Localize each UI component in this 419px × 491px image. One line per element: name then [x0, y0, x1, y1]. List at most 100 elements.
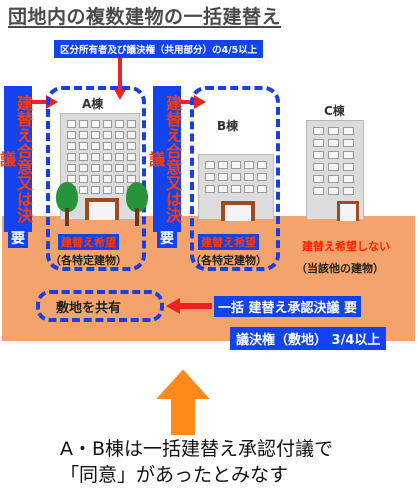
window-pane	[205, 173, 215, 181]
building-b-frame	[190, 86, 280, 271]
window-pane	[328, 127, 339, 135]
window-pane	[328, 151, 339, 159]
window-pane	[67, 142, 76, 150]
window-pane	[103, 175, 112, 183]
left-vertical-consent-tail: 要	[8, 228, 28, 248]
window-pane	[79, 142, 88, 150]
window-pane	[231, 161, 241, 169]
window-pane	[91, 131, 100, 139]
up-arrow-icon	[152, 366, 214, 437]
window-pane	[127, 153, 136, 161]
window-pane	[231, 185, 241, 193]
window-pane	[343, 175, 354, 183]
window-pane	[328, 163, 339, 171]
window-pane	[91, 175, 100, 183]
tree-trunk-icon	[135, 208, 139, 226]
window-pane	[231, 173, 241, 181]
tree-icon	[126, 182, 148, 212]
window-pane	[205, 185, 215, 193]
window-pane	[313, 163, 324, 171]
window-pane	[343, 187, 354, 195]
window-pane	[257, 185, 267, 193]
window-pane	[115, 175, 124, 183]
window-pane	[79, 186, 88, 194]
building-b-wish: 建替え希望	[198, 234, 259, 250]
window-pane	[103, 120, 112, 128]
tree-icon	[56, 182, 78, 212]
window-pane	[79, 153, 88, 161]
building-b-entrance	[221, 201, 255, 221]
window-pane	[257, 173, 267, 181]
window-pane	[91, 164, 100, 172]
window-pane	[79, 175, 88, 183]
window-pane	[91, 153, 100, 161]
building-a-label: A棟	[82, 97, 104, 111]
window-pane	[91, 142, 100, 150]
window-pane	[79, 131, 88, 139]
window-pane	[79, 164, 88, 172]
window-pane	[115, 142, 124, 150]
window-pane	[67, 153, 76, 161]
window-pane	[313, 151, 324, 159]
window-pane	[343, 151, 354, 159]
window-pane	[313, 139, 324, 147]
building-b	[198, 154, 274, 221]
window-pane	[103, 142, 112, 150]
top-note-label: 区分所有者及び議決権（共用部分）の4/5以上	[54, 40, 264, 58]
window-pane	[328, 139, 339, 147]
window-pane	[115, 120, 124, 128]
mid-vertical-consent-label: 建替え合意又は決議	[146, 86, 182, 232]
building-a-frame	[46, 86, 146, 271]
building-c-label: C棟	[324, 104, 345, 118]
window-pane	[244, 161, 254, 169]
window-pane	[127, 131, 136, 139]
window-pane	[343, 163, 354, 171]
window-pane	[67, 164, 76, 172]
window-pane	[79, 120, 88, 128]
building-c-entrance	[337, 201, 359, 221]
window-pane	[91, 186, 100, 194]
window-pane	[103, 131, 112, 139]
building-a-sub: （各特定建物）	[50, 254, 127, 267]
window-pane	[313, 175, 324, 183]
left-arrow-icon	[166, 298, 212, 314]
window-pane	[218, 161, 228, 169]
window-pane	[115, 164, 124, 172]
window-pane	[328, 175, 339, 183]
window-pane	[313, 127, 324, 135]
conclusion-caption-line2: 「同意」があったとみなす	[60, 464, 289, 486]
window-pane	[218, 173, 228, 181]
shared-land-label: 敷地を共有	[56, 301, 122, 316]
window-pane	[244, 173, 254, 181]
conclusion-caption: A・B棟は一括建替え承認付議で 「同意」があったとみなす	[60, 436, 333, 488]
window-pane	[218, 185, 228, 193]
window-pane	[115, 131, 124, 139]
building-c-wish: 建替え希望しない	[302, 240, 390, 253]
left-vertical-consent-label: 建替え合意又は決議	[0, 86, 33, 232]
window-pane	[313, 187, 324, 195]
building-b-sub: （各特定建物）	[190, 254, 267, 267]
window-pane	[103, 164, 112, 172]
building-b-label: B棟	[217, 119, 239, 133]
page-title: 団地内の複数建物の一括建替え	[8, 6, 282, 28]
window-pane	[115, 153, 124, 161]
window-pane	[257, 161, 267, 169]
window-pane	[103, 153, 112, 161]
mid-vertical-consent-tail: 要	[157, 228, 177, 248]
window-pane	[127, 164, 136, 172]
window-pane	[103, 186, 112, 194]
shared-land-frame	[36, 290, 164, 322]
tree-trunk-icon	[65, 208, 69, 226]
window-pane	[67, 120, 76, 128]
land-ratio-label: 議決権（敷地） 3/4以上	[230, 327, 387, 350]
conclusion-caption-line1: A・B棟は一括建替え承認付議で	[60, 438, 334, 460]
window-pane	[67, 131, 76, 139]
window-pane	[127, 142, 136, 150]
window-pane	[91, 120, 100, 128]
window-pane	[115, 186, 124, 194]
building-c	[306, 120, 364, 221]
window-pane	[328, 187, 339, 195]
window-pane	[205, 161, 215, 169]
window-pane	[343, 127, 354, 135]
ikkatsu-approval-label: 一括 建替え承認決議 要	[214, 296, 362, 317]
